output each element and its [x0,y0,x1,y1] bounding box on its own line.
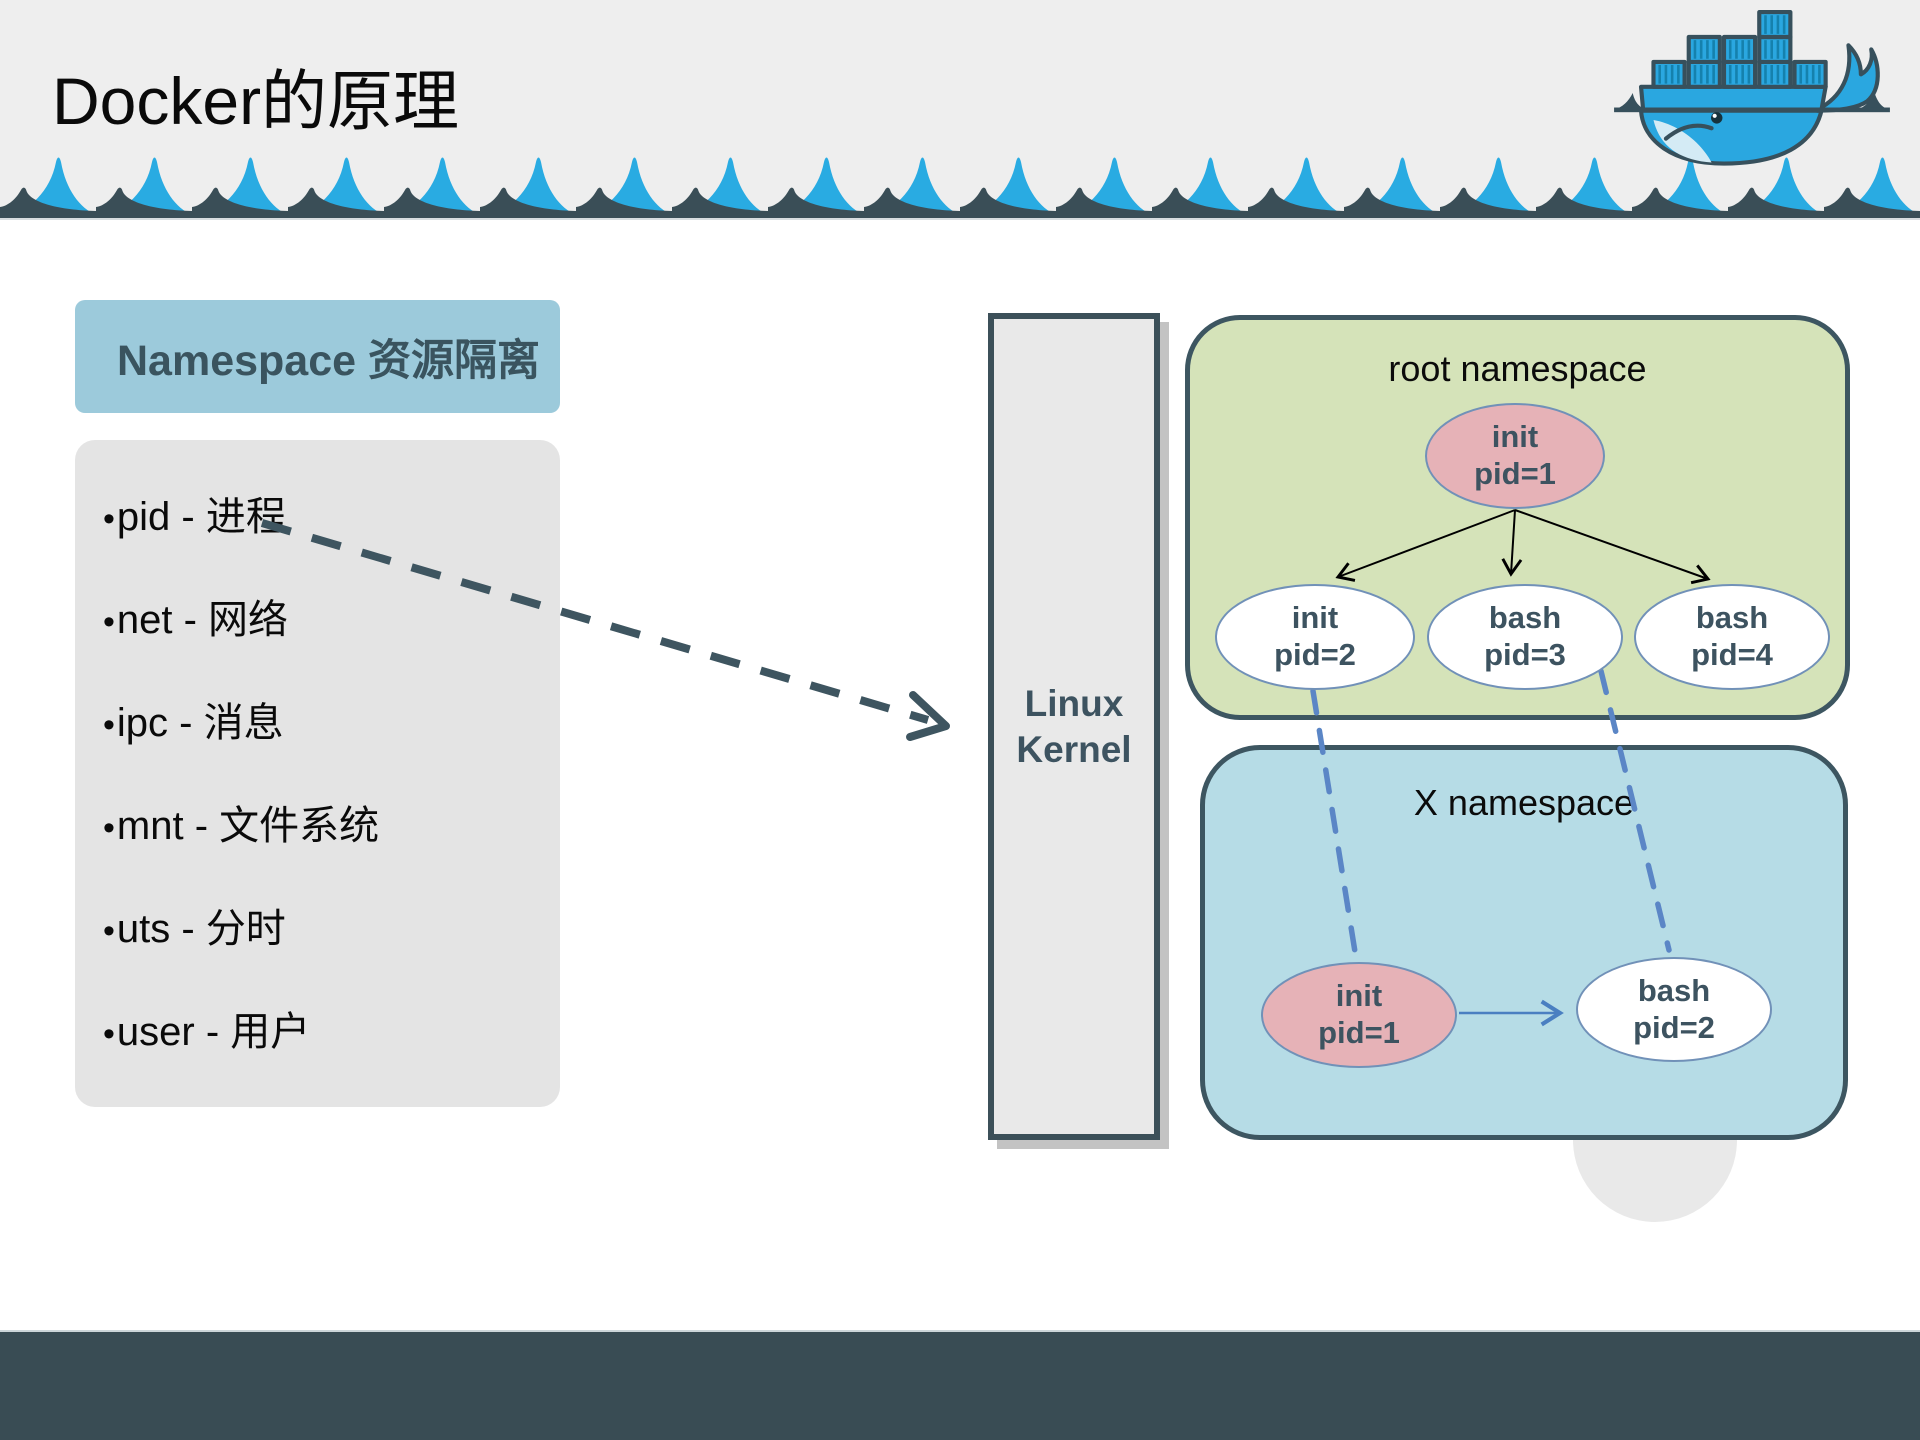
node-name: bash [1637,972,1711,1008]
bullet-icon: • [103,603,115,641]
namespace-bullet-list: •pid - 进程 •net - 网络 •ipc - 消息 •mnt - 文件系… [75,440,560,1107]
kernel-label-line2: Kernel [1016,728,1132,770]
bullet-icon: • [103,706,115,744]
node-pid: pid=1 [1474,456,1556,491]
list-item-label: net - 网络 [116,598,289,642]
bullet-icon: • [103,500,115,538]
list-item: •mnt - 文件系统 [103,775,560,878]
node-pid: pid=1 [1318,1015,1400,1050]
header-band: Docker的原理 [0,0,1920,220]
process-node-root-bash4: bash pid=4 [1634,584,1830,690]
node-pid: pid=4 [1691,637,1773,672]
list-item: •pid - 进程 [103,466,560,569]
process-node-x-init1: init pid=1 [1261,962,1457,1068]
list-item: •user - 用户 [103,981,560,1084]
node-name: init [1491,419,1539,455]
process-node-root-init1: init pid=1 [1425,403,1605,509]
list-item: •uts - 分时 [103,878,560,981]
process-node-x-bash2: bash pid=2 [1576,957,1772,1062]
node-name: bash [1695,600,1769,636]
list-item-label: ipc - 消息 [116,701,284,745]
list-item-label: mnt - 文件系统 [116,804,380,848]
bullet-icon: • [103,809,115,847]
linux-kernel-box: Linux Kernel [988,313,1160,1140]
bullet-icon: • [103,1015,115,1053]
node-pid: pid=2 [1274,637,1356,672]
list-item: •net - 网络 [103,569,560,672]
list-item-label: pid - 进程 [116,495,286,539]
footer-bar [0,1330,1920,1440]
process-node-root-init2: init pid=2 [1215,584,1415,690]
x-namespace-title: X namespace [1413,782,1635,823]
x-namespace-box: X namespace [1200,745,1848,1140]
wave-divider [0,148,1920,218]
list-item: •ipc - 消息 [103,672,560,775]
bullet-icon: • [103,912,115,950]
section-header: Namespace 资源隔离 [75,300,560,413]
list-item-label: uts - 分时 [116,907,286,951]
docker-whale-logo [1614,10,1890,166]
kernel-label-line1: Linux [1024,683,1124,725]
node-pid: pid=2 [1633,1009,1715,1045]
node-name: init [1335,978,1383,1014]
root-namespace-title: root namespace [1388,348,1647,389]
node-name: bash [1488,600,1562,636]
process-node-root-bash3: bash pid=3 [1427,584,1623,690]
list-item-label: user - 用户 [116,1010,311,1054]
node-pid: pid=3 [1484,637,1566,672]
page-title: Docker的原理 [52,64,460,138]
node-name: init [1291,600,1339,636]
